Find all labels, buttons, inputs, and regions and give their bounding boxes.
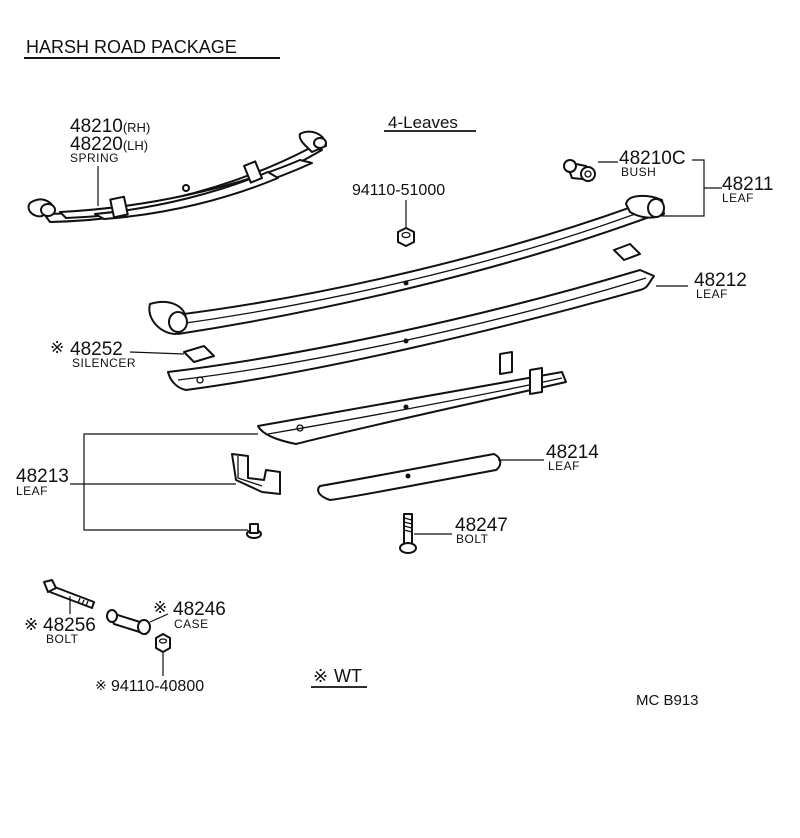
bolt-48256-head [43, 579, 57, 593]
leaf-48213-bracket [83, 433, 258, 531]
bush-end-right [580, 166, 596, 182]
spring-clip-right [243, 160, 263, 184]
nut-bottom-hole [158, 638, 168, 644]
leaf-48214-name: LEAF [548, 459, 580, 473]
leaf-48211-shape [148, 194, 665, 335]
bush-shape [563, 159, 596, 182]
spring-eye-right-hole [313, 137, 327, 149]
bolt-48247-head [399, 542, 417, 554]
rivet-shank [249, 523, 259, 534]
spring-assembly [27, 130, 327, 223]
u-clip-edge [237, 456, 263, 487]
leaf-48212-center-hole [403, 338, 409, 344]
rivet-shape [246, 523, 262, 539]
leaf-48213-end-hole [296, 424, 304, 432]
spring-rh-number: 48210(RH) [70, 116, 150, 137]
leaf-48211-center-hole [403, 280, 409, 286]
leaf-48213-number: 48213 [16, 466, 69, 487]
silencer-pad-upper [613, 243, 641, 261]
spring-name: SPRING [70, 151, 119, 165]
leaf-48212-name: LEAF [696, 287, 728, 301]
leaf-48214-number: 48214 [546, 442, 599, 463]
spring-center-bolt [182, 184, 190, 192]
spring-lh-number: 48220(LH) [70, 134, 148, 155]
bolt-48247-shape [399, 513, 417, 554]
leaf-48211-number: 48211 [722, 174, 773, 195]
leaf-48212-edge [177, 277, 647, 381]
case-name: CASE [174, 617, 209, 631]
bolt-48247-number: 48247 [455, 515, 508, 536]
leaf-48211-eye-left-hole [168, 311, 188, 333]
leaf-48211-name: LEAF [722, 191, 754, 205]
bolt-48256-number: 48256 [43, 615, 96, 636]
silencer-mark: ※ [50, 338, 64, 357]
u-clip-body [231, 453, 281, 495]
bolt-48247-name: BOLT [456, 532, 489, 546]
diagram-code: MC B913 [636, 692, 699, 709]
leaf-48214-center-hole [405, 473, 411, 479]
bush-bore [584, 170, 592, 178]
case-mark: ※ [153, 598, 167, 617]
silencer-number: 48252 [70, 339, 123, 360]
case-shape [106, 609, 151, 635]
leaf-48213-edge [267, 377, 563, 435]
bolt-48256-shape [43, 579, 95, 609]
nut-top-hole [401, 231, 411, 239]
diagram-title: HARSH ROAD PACKAGE [26, 37, 237, 57]
leaf-48214-shape [317, 453, 502, 501]
leaves-subtitle: 4-Leaves [388, 113, 458, 132]
case-end-right [137, 619, 151, 635]
leaf-48211-edge [171, 209, 647, 326]
leaf-48212-shape [167, 269, 655, 391]
leaf-48211-eye-right-hole [647, 198, 665, 218]
u-clip-shape [231, 453, 281, 495]
silencer-leader [129, 351, 185, 355]
leaf-48213-center-hole [403, 404, 409, 410]
bush-number: 48210C [619, 148, 686, 169]
nut-bottom-number: 94110-40800 [111, 678, 204, 695]
bolt-48256-thread [77, 597, 89, 607]
leaf-48212-end-hole [196, 376, 204, 384]
case-number: 48246 [173, 599, 226, 620]
bush-name: BUSH [621, 165, 656, 179]
leaf-48213-shape [257, 351, 567, 445]
leaf-48213-clip-right [529, 367, 543, 395]
spring-eye-left-hole [40, 203, 56, 217]
leaf-48213-clip-left [499, 351, 513, 375]
bolt-48256-mark: ※ [24, 615, 38, 634]
bolt-48247-thread [403, 517, 413, 533]
spring-clip-left [109, 195, 129, 219]
case-leader [149, 613, 169, 623]
nut-bottom-mark: ※ [95, 677, 107, 693]
bolt-48256-name: BOLT [46, 632, 79, 646]
silencer-name: SILENCER [72, 356, 136, 370]
silencer-shape [183, 345, 215, 363]
bolt-48256-shank [49, 585, 95, 609]
wt-note-text: WT [334, 666, 362, 686]
leaf-48212-body [167, 269, 655, 391]
bush-end-left [563, 159, 577, 173]
case-end-left [106, 609, 118, 623]
leaf-48212-number: 48212 [694, 270, 747, 291]
leaf-48213-name: LEAF [16, 484, 48, 498]
wt-note-mark: ※ [313, 666, 328, 686]
nut-top-number: 94110-51000 [352, 182, 445, 199]
